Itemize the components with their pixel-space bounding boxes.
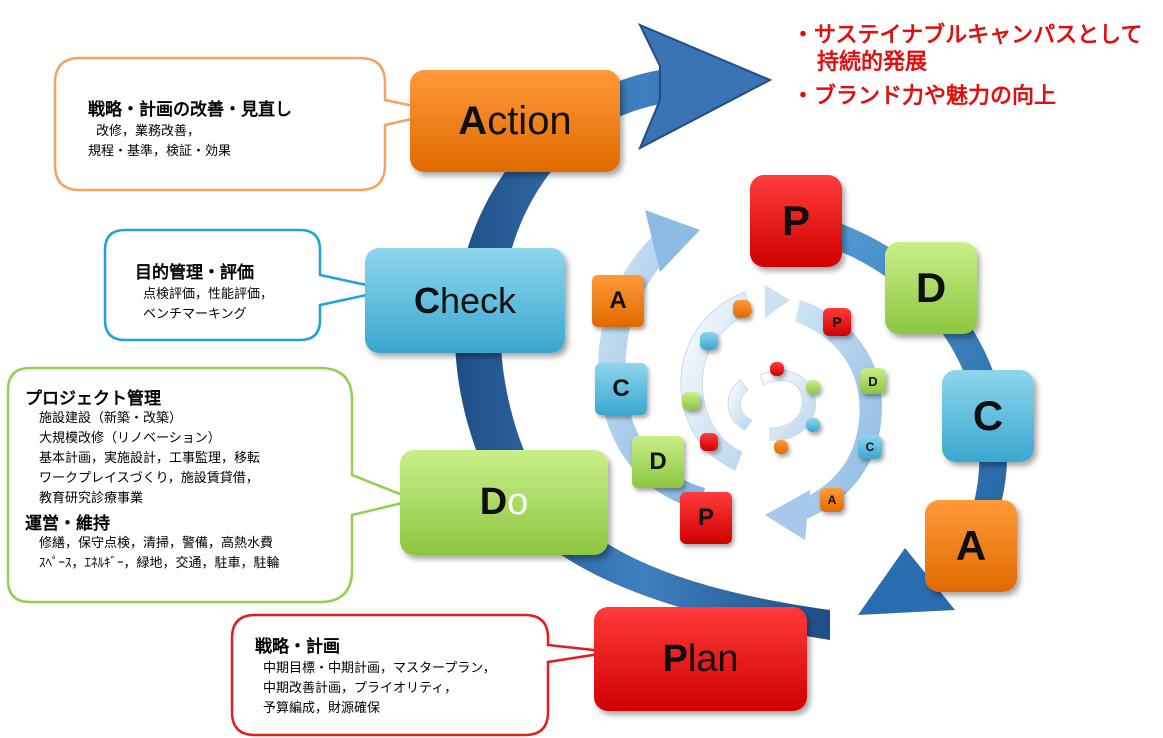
check-callout-bubble bbox=[103, 228, 391, 342]
plan-initial: P bbox=[662, 637, 688, 680]
inner-green-square bbox=[682, 392, 700, 410]
cycle4-p-label: P bbox=[832, 314, 842, 330]
plan-callout-bubble bbox=[230, 613, 613, 737]
plan-callout-line: 予算編成，財源確保 bbox=[263, 701, 381, 716]
cycle4-a-label: A bbox=[827, 493, 837, 507]
plan-callout-title: 戦略・計画 bbox=[255, 637, 340, 657]
goal-sustainable-development: 持続的発展 bbox=[817, 50, 928, 75]
cycle3-bottom-arrowhead bbox=[765, 490, 810, 540]
cycle2-c-label: C bbox=[972, 392, 1004, 439]
main-cycle-arrowhead bbox=[637, 23, 773, 151]
cycle4-c-box: C bbox=[858, 435, 882, 459]
cycle2-d-box: D bbox=[885, 242, 977, 334]
do-callout-title: プロジェクト管理 bbox=[25, 389, 161, 409]
core-blue-square bbox=[806, 418, 820, 432]
goal-brand-attractiveness: ・ブランド力や魅力の向上 bbox=[792, 84, 1057, 109]
cycle3-p-box: P bbox=[680, 492, 732, 544]
do-callout: プロジェクト管理 施設建設（新築・改築） 大規模改修（リノベーション） 基本計画… bbox=[25, 384, 280, 574]
check-callout-line: 点検評価，性能評価， bbox=[143, 287, 274, 302]
cycle3-right-arc bbox=[785, 300, 882, 525]
cycle3-top-arrowhead bbox=[765, 285, 790, 318]
action-initial: A bbox=[458, 98, 488, 143]
inner-blue-square bbox=[700, 332, 718, 350]
plan-callout-line: 中期目標・中期計画，マスタープラン， bbox=[263, 661, 496, 676]
action-callout-bubble bbox=[53, 56, 443, 192]
do-callout-line: 基本計画，実施設計，工事監理，移転 bbox=[39, 451, 261, 466]
plan-callout-line: 中期改善計画，プライオリティ， bbox=[263, 681, 458, 696]
check-rest: heck bbox=[439, 279, 517, 321]
do-callout-line2: 修繕，保守点検，清掃，警備，高熱水費 bbox=[39, 536, 274, 551]
cycle3-d-label: D bbox=[649, 448, 667, 475]
do-callout-bubble bbox=[6, 366, 420, 604]
do-callout-line2: ｽﾍﾟｰｽ，ｴﾈﾙｷﾞｰ，緑地，交通，駐車，駐輪 bbox=[39, 556, 280, 571]
do-rest: o bbox=[507, 481, 529, 523]
plan-rest: lan bbox=[687, 637, 739, 680]
cycle3-d-box: D bbox=[632, 436, 684, 488]
action-callout-line: 規程・基準，検証・効果 bbox=[88, 144, 232, 159]
do-callout-line: ワークプレイスづくり，施設賃貸借， bbox=[39, 471, 259, 486]
cycle2-p-box: P bbox=[750, 175, 842, 267]
do-callout-title2: 運営・維持 bbox=[25, 514, 110, 534]
do-callout-line: 大規模改修（リノベーション） bbox=[39, 431, 221, 446]
cycle2-a-box: A bbox=[925, 500, 1017, 592]
check-callout: 目的管理・評価 点検評価，性能評価， ベンチマーキング bbox=[135, 258, 273, 325]
cycle2-p-label: P bbox=[781, 197, 810, 244]
do-callout-line: 教育研究診療事業 bbox=[39, 491, 144, 506]
cycle4-p-box: P bbox=[823, 308, 851, 336]
plan-callout: 戦略・計画 中期目標・中期計画，マスタープラン， 中期改善計画，プライオリティ，… bbox=[255, 632, 496, 719]
cycle3-c-label: C bbox=[612, 375, 630, 402]
cycle2-a-label: A bbox=[955, 522, 987, 569]
check-callout-title: 目的管理・評価 bbox=[135, 263, 254, 283]
cycle4-ring-left bbox=[727, 379, 753, 431]
cycle4-d-box: D bbox=[860, 368, 886, 394]
cycle3-a-box: A bbox=[592, 275, 644, 327]
check-callout-line: ベンチマーキング bbox=[143, 307, 247, 322]
action-callout-title: 戦略・計画の改善・見直し bbox=[88, 100, 292, 120]
cycle3-p-label: P bbox=[697, 504, 714, 531]
cycle3-c-box: C bbox=[595, 363, 647, 415]
check-initial: C bbox=[413, 279, 440, 321]
cycle2-d-label: D bbox=[915, 264, 947, 311]
cycle4-d-label: D bbox=[868, 373, 878, 389]
cycle2-left-arrowhead bbox=[645, 210, 700, 272]
core-red-square bbox=[770, 362, 784, 376]
cycle2-c-box: C bbox=[942, 370, 1034, 462]
action-callout: 戦略・計画の改善・見直し 改修，業務改善， 規程・基準，検証・効果 bbox=[88, 95, 292, 162]
action-callout-line: 改修，業務改善， bbox=[96, 124, 201, 139]
goal-sustainable-campus: ・サステイナブルキャンパスとして bbox=[792, 23, 1143, 48]
inner-red-square bbox=[700, 433, 718, 451]
cycle2-arrowhead bbox=[858, 548, 955, 615]
do-callout-line: 施設建設（新築・改築） bbox=[39, 411, 183, 426]
core-green-square bbox=[806, 380, 820, 394]
cycle4-a-box: A bbox=[820, 488, 844, 512]
cycle4-c-label: C bbox=[865, 440, 875, 454]
cycle3-a-label: A bbox=[609, 287, 627, 314]
do-initial: D bbox=[479, 481, 508, 523]
core-orange-square bbox=[774, 440, 788, 454]
action-rest: ction bbox=[487, 98, 572, 143]
inner-orange-square bbox=[733, 300, 751, 318]
